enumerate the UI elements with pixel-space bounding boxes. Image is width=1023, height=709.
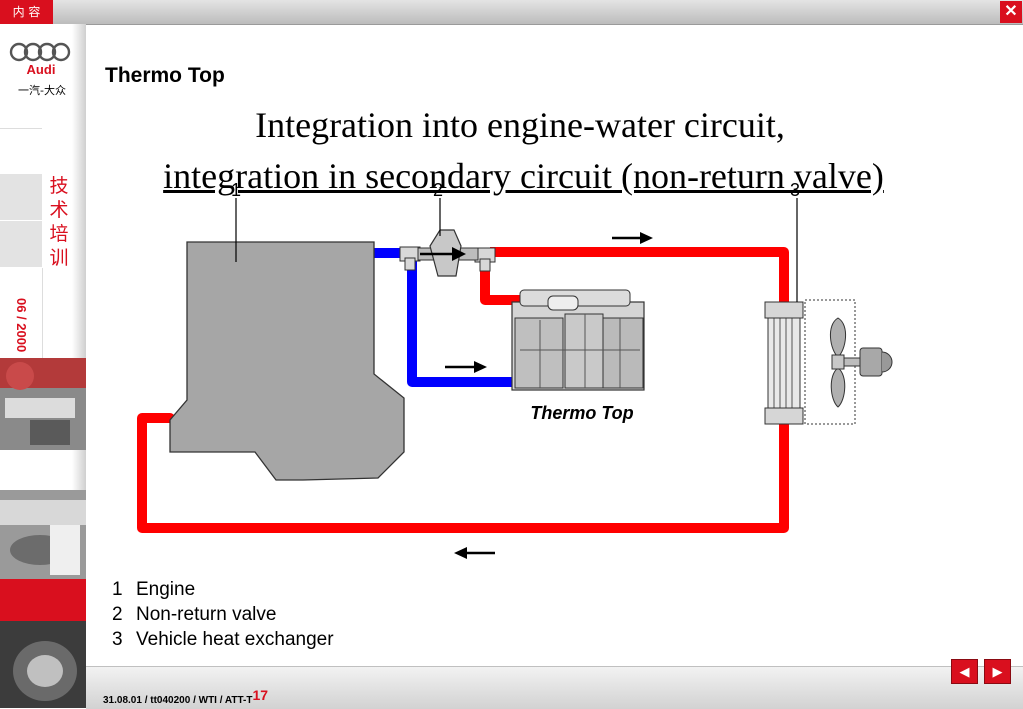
brand-subtitle: 一汽-大众 [18,84,66,97]
sidebar-cell [0,268,43,369]
sidebar-cell [0,128,42,176]
valve-arrow-head [452,247,466,261]
heat-exchanger-top-tank [764,301,804,319]
workshop-photo-icon [0,358,86,450]
slide-heading-line2: integration in secondary circuit (non-re… [163,156,884,196]
section-char: 术 [49,199,69,221]
top-bar: 内 容 ✕ [0,0,1023,25]
section-char: 培 [49,223,69,245]
sidebar-cell [0,174,42,221]
prev-slide-button[interactable]: ◀ [951,659,978,684]
heater-inlet-pipe [407,258,545,387]
flow-arrow-left-icon [454,547,495,559]
pipe-junction-stub [479,258,491,272]
legend-num: 3 [112,629,123,650]
flow-arrow-right-icon [612,232,653,244]
legend-label: Engine [136,579,196,600]
mechanic-photo-icon [0,490,86,580]
close-icon[interactable]: ✕ [1000,1,1022,23]
supply-pipe [490,247,789,302]
arrow-right-icon: ▶ [992,664,1003,679]
heat-exchanger-core [767,317,801,409]
legend-label: Non-return valve [136,604,277,625]
tool-photo-icon [0,621,86,708]
legend-item: 1 Engine [112,577,334,602]
footer-ref-text: 31.08.01 / tt040200 / WTI / ATT-T [103,695,253,706]
slide-heading-line1: Integration into engine-water circuit, [255,105,785,145]
bottom-bar [86,666,1023,709]
contents-button[interactable]: 内 容 [0,0,53,24]
heat-exchanger-bottom-tank [764,407,804,425]
legend-item: 2 Non-return valve [112,602,334,627]
sidebar-red-strip [0,579,86,621]
page-number: 17 [252,687,269,703]
slide-title: Thermo Top [105,64,225,87]
section-label: 技 术 培 训 [46,174,72,270]
audi-logo-icon: Audi [9,42,71,77]
return-pipe [137,413,789,533]
thermo-top-heater [511,289,645,391]
callout-3: 3 [790,180,800,200]
legend: 1 Engine 2 Non-return valve 3 Vehicle heat … [112,577,334,652]
section-char: 技 [49,175,69,197]
legend-num: 2 [112,604,123,625]
next-slide-button[interactable]: ▶ [984,659,1011,684]
fan-icon [830,317,893,408]
pipe-junction-stub [404,257,416,271]
callout-1: 1 [231,180,241,200]
legend-item: 3 Vehicle heat exchanger [112,627,334,652]
flow-arrow-right-icon [445,361,487,373]
legend-label: Vehicle heat exchanger [136,629,334,650]
sidebar: Audi 一汽-大众 技 术 培 训 06 / 2000 [0,24,86,708]
callout-2: 2 [433,180,443,200]
footer-reference: 31.08.01 / tt040200 / WTI / ATT-T17 [103,687,269,706]
sidebar-cell [0,221,42,268]
engine-block [169,241,405,481]
arrow-left-icon: ◀ [959,664,970,679]
legend-num: 1 [112,579,123,600]
brand-text: Audi [27,62,56,77]
section-char: 训 [49,247,69,269]
heater-label: Thermo Top [530,403,633,423]
